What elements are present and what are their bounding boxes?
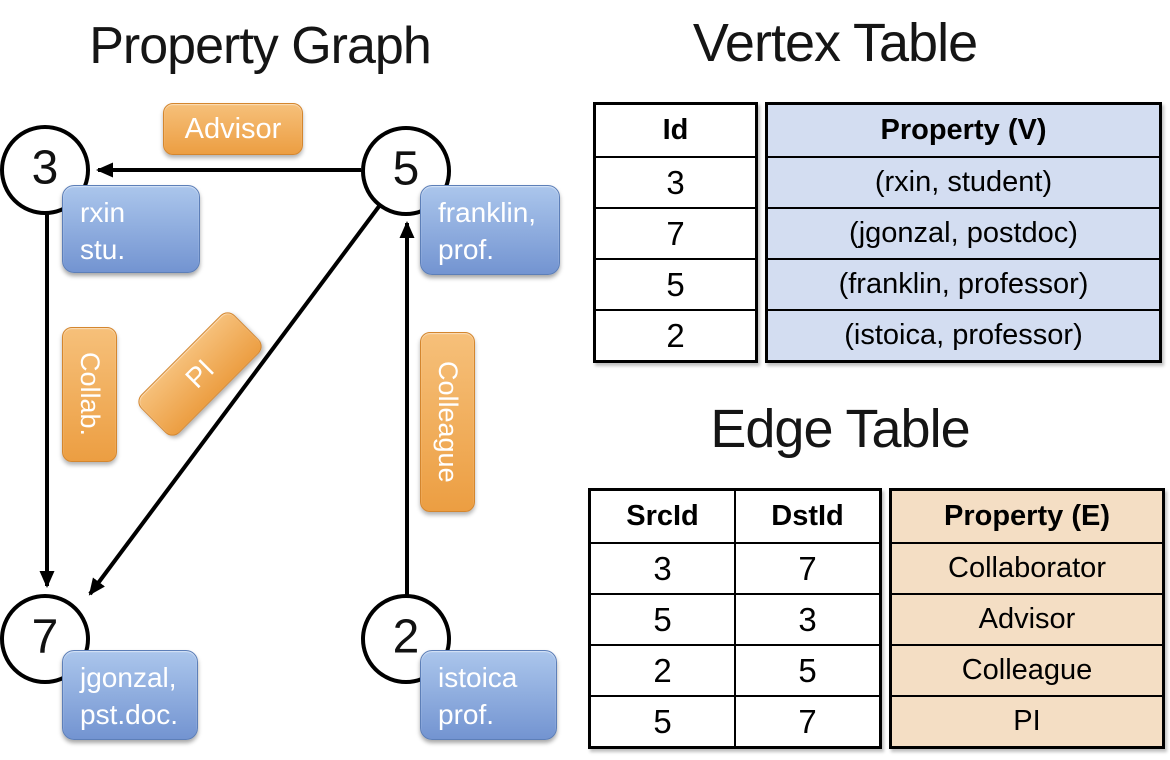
table-cell: 3 xyxy=(653,549,672,587)
vertex-label-line: prof. xyxy=(438,699,495,730)
table-cell: 3 xyxy=(596,156,755,207)
vertex-label-line: prof. xyxy=(438,234,495,265)
vertex-label-line: pst.doc. xyxy=(80,699,179,730)
vertex-id-5: 5 xyxy=(392,142,420,196)
vertex-table-property-header: Property (V) xyxy=(768,105,1159,156)
edge-table-property-column: Property (E) Collaborator Advisor Collea… xyxy=(889,488,1165,749)
edge-table-title: Edge Table xyxy=(710,399,970,459)
vertex-label-rxin: rxin stu. xyxy=(62,185,200,273)
table-cell: 5 xyxy=(734,646,879,695)
vertex-label-franklin: franklin, prof. xyxy=(420,185,560,275)
vertex-label-line: istoica xyxy=(438,662,518,693)
edge-table-property-header: Property (E) xyxy=(892,491,1162,542)
vertex-table-title: Vertex Table xyxy=(692,13,978,73)
table-cell: Collaborator xyxy=(892,542,1162,593)
property-graph-title: Property Graph xyxy=(89,17,432,75)
table-cell: (istoica, professor) xyxy=(768,309,1159,360)
table-cell: 2 xyxy=(653,651,672,689)
table-cell: 7 xyxy=(734,544,879,593)
edge-label-advisor: Advisor xyxy=(163,103,303,155)
edge-label-collab: Collab. xyxy=(62,327,117,462)
vertex-table-property-column: Property (V) (rxin, student) (jgonzal, p… xyxy=(765,102,1162,363)
table-cell: (franklin, professor) xyxy=(768,258,1159,309)
edge-table-srcid-header: SrcId xyxy=(626,500,699,532)
table-cell: 7 xyxy=(734,697,879,746)
table-cell: 5 xyxy=(596,258,755,309)
table-cell: PI xyxy=(892,695,1162,746)
vertex-id-7: 7 xyxy=(31,610,59,664)
edge-arrows xyxy=(39,162,415,596)
table-cell: (rxin, student) xyxy=(768,156,1159,207)
vertex-label-line: rxin xyxy=(80,197,126,228)
vertex-id-2: 2 xyxy=(392,610,420,664)
table-cell: 2 xyxy=(596,309,755,360)
edge-table-ids-columns: SrcId DstId 3 7 5 3 2 5 5 7 xyxy=(588,488,882,749)
vertex-table-id-column: Id 3 7 5 2 xyxy=(593,102,758,363)
table-cell: 3 xyxy=(734,595,879,644)
edge-label-colleague: Colleague xyxy=(420,332,475,512)
vertex-label-jgonzal: jgonzal, pst.doc. xyxy=(62,650,198,740)
edge-5-7-arrow xyxy=(88,203,382,596)
table-cell: (jgonzal, postdoc) xyxy=(768,207,1159,258)
vertex-label-line: stu. xyxy=(80,234,126,265)
vertex-label-line: franklin, xyxy=(438,197,537,228)
vertex-label-istoica: istoica prof. xyxy=(420,650,557,740)
edge-table-dstid-header: DstId xyxy=(734,491,879,542)
vertex-table-id-header: Id xyxy=(662,114,689,146)
table-cell: Advisor xyxy=(892,593,1162,644)
table-cell: 5 xyxy=(653,600,672,638)
table-cell: 5 xyxy=(653,702,672,740)
table-cell: 7 xyxy=(596,207,755,258)
vertex-id-3: 3 xyxy=(31,141,59,195)
vertex-label-line: jgonzal, xyxy=(80,662,177,693)
table-cell: Colleague xyxy=(892,644,1162,695)
